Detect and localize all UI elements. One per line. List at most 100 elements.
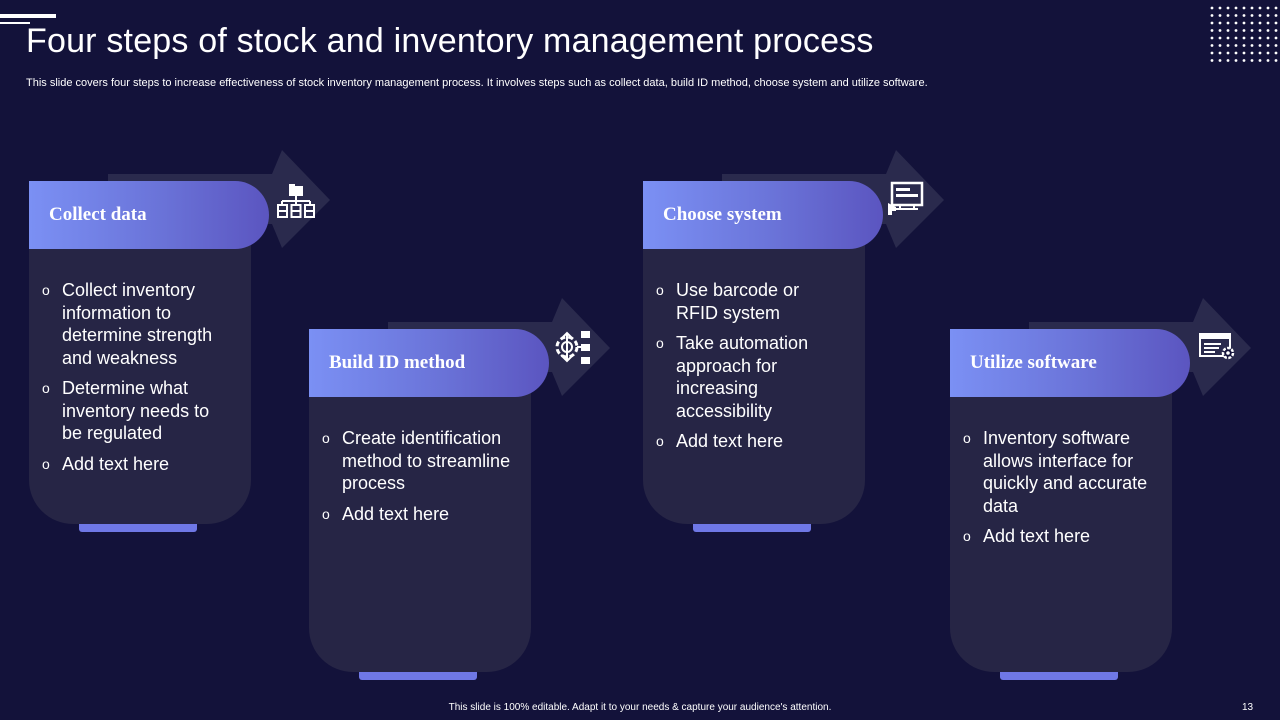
software-settings-icon (1199, 333, 1235, 360)
decoration-dot (1258, 59, 1262, 62)
decoration-dot (1250, 36, 1254, 40)
list-item: Inventory software allows interface for … (963, 427, 1153, 517)
decoration-dot (1250, 44, 1254, 47)
decoration-dot (1242, 36, 1246, 40)
decoration-dot (1234, 51, 1238, 55)
decoration-dot (1266, 59, 1270, 62)
decoration-dot (1266, 21, 1270, 25)
list-item: Add text here (963, 525, 1153, 548)
decoration-dot (1210, 14, 1214, 17)
page-subtitle: This slide covers four steps to increase… (26, 77, 928, 89)
step-4-header: Utilize software (950, 329, 1190, 397)
step-3-card-accent (693, 524, 811, 532)
step-3-header: Choose system (643, 181, 883, 249)
decorative-line-short (0, 22, 30, 24)
decoration-dot (1234, 6, 1238, 10)
decoration-dot (1210, 29, 1214, 32)
decoration-dot (1258, 21, 1262, 25)
decoration-dot (1218, 36, 1222, 40)
step-2-header: Build ID method (309, 329, 549, 397)
decoration-dot (1266, 36, 1270, 40)
decoration-dot (1242, 44, 1246, 47)
list-item: Add text here (42, 453, 232, 476)
decoration-dot (1274, 21, 1278, 25)
step-2-card-accent (359, 672, 477, 680)
decoration-dot (1242, 51, 1246, 55)
decoration-dot (1218, 21, 1222, 25)
decoration-dot (1266, 51, 1270, 55)
decoration-dot (1234, 14, 1238, 17)
decoration-dot (1250, 21, 1254, 25)
decoration-dot (1242, 14, 1246, 17)
decoration-dot (1210, 21, 1214, 25)
decoration-dot (1218, 51, 1222, 55)
decoration-dot (1210, 44, 1214, 47)
gear-flowchart-icon (555, 331, 590, 364)
decoration-dot (1234, 29, 1238, 32)
decoration-dot (1258, 29, 1262, 32)
decoration-dot (1210, 36, 1214, 40)
decoration-dot (1218, 14, 1222, 17)
decoration-dot (1274, 36, 1278, 40)
decoration-dot (1266, 29, 1270, 32)
step-1-header: Collect data (29, 181, 269, 249)
footer-note: This slide is 100% editable. Adapt it to… (448, 702, 832, 713)
decoration-dot (1226, 44, 1230, 47)
decoration-dot (1258, 14, 1262, 17)
decoration-dot (1242, 29, 1246, 32)
decoration-dot (1210, 6, 1214, 10)
list-item: Create identification method to streamli… (322, 427, 512, 495)
decoration-dot (1274, 14, 1278, 17)
decoration-dot (1258, 6, 1262, 10)
decoration-dot (1274, 59, 1278, 62)
decoration-dot (1274, 44, 1278, 47)
decoration-dot (1266, 6, 1270, 10)
list-item: Determine what inventory needs to be reg… (42, 377, 232, 445)
monitor-touch-icon (888, 181, 924, 215)
list-item: Use barcode or RFID system (656, 279, 846, 324)
decoration-dot (1250, 59, 1254, 62)
decoration-dot (1218, 59, 1222, 62)
step-4-bullets: Inventory software allows interface for … (963, 427, 1153, 556)
decoration-dot (1250, 6, 1254, 10)
step-1-card-accent (79, 524, 197, 532)
list-item: Collect inventory information to determi… (42, 279, 232, 369)
decoration-dot (1250, 14, 1254, 17)
page-number: 13 (1242, 702, 1254, 713)
decoration-dot (1274, 51, 1278, 55)
list-item: Add text here (656, 430, 846, 453)
decoration-dot (1266, 44, 1270, 47)
decoration-dot (1226, 51, 1230, 55)
decoration-dot (1250, 51, 1254, 55)
decoration-dot (1218, 29, 1222, 32)
decoration-dot (1250, 29, 1254, 32)
decoration-dot (1226, 36, 1230, 40)
list-item: Add text here (322, 503, 512, 526)
decoration-dot (1266, 14, 1270, 17)
step-4-card-accent (1000, 672, 1118, 680)
decoration-dot (1218, 6, 1222, 10)
step-4-label: Utilize software (970, 352, 1097, 373)
decoration-dot (1234, 44, 1238, 47)
decoration-dot (1234, 59, 1238, 62)
decoration-dot (1274, 6, 1278, 10)
step-3-label: Choose system (663, 204, 782, 225)
decoration-dot (1258, 51, 1262, 55)
decoration-dot (1242, 59, 1246, 62)
page-title: Four steps of stock and inventory manage… (26, 22, 874, 60)
decoration-dot (1226, 29, 1230, 32)
decoration-dot (1218, 44, 1222, 47)
decoration-dot (1234, 21, 1238, 25)
decoration-dot (1274, 29, 1278, 32)
decoration-dot (1258, 44, 1262, 47)
list-item: Take automation approach for increasing … (656, 332, 846, 422)
decoration-dot (1226, 14, 1230, 17)
step-3-bullets: Use barcode or RFID system Take automati… (656, 279, 846, 461)
decoration-dot (1258, 36, 1262, 40)
step-1-bullets: Collect inventory information to determi… (42, 279, 232, 483)
decoration-dot (1210, 59, 1214, 62)
step-2-bullets: Create identification method to streamli… (322, 427, 512, 533)
decorative-line (0, 14, 56, 18)
decoration-dot (1234, 36, 1238, 40)
decoration-dot (1226, 21, 1230, 25)
